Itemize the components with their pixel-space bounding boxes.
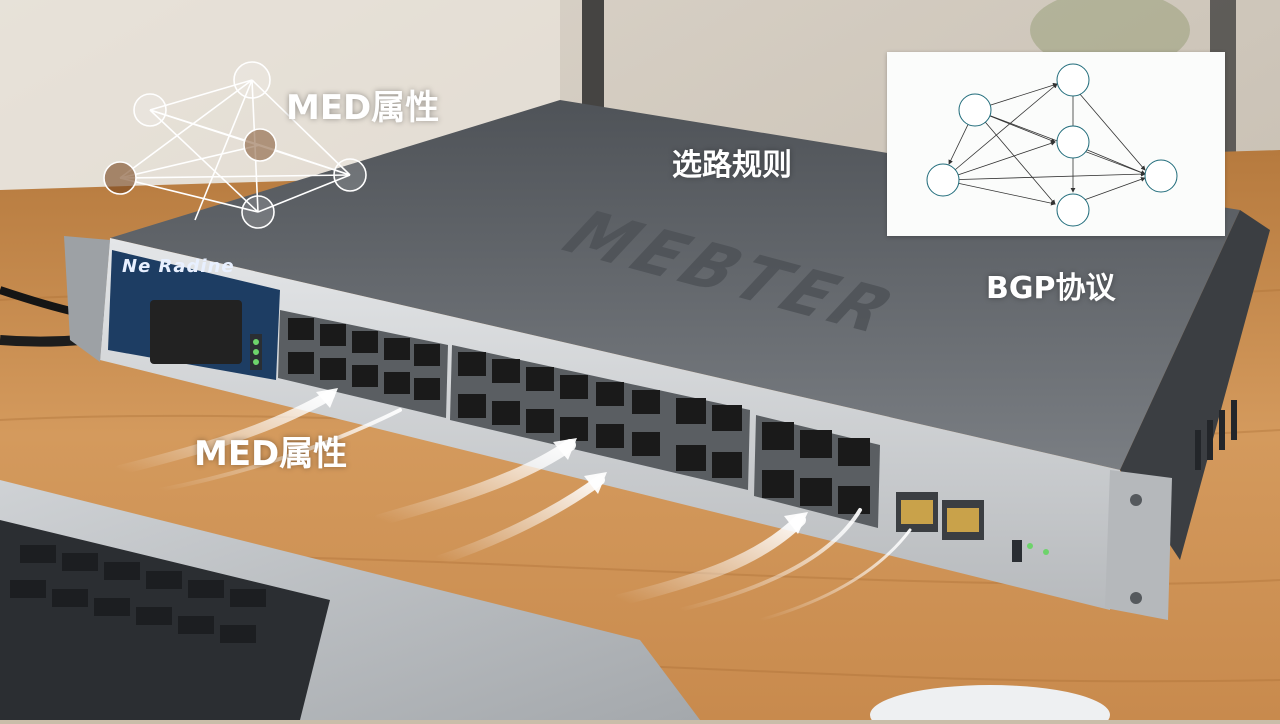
ethernet-ports-group-1 [278, 310, 448, 418]
sfp-module [150, 300, 242, 364]
rack-ear-left [64, 236, 110, 362]
status-leds [250, 334, 1049, 562]
data-flow-arrows [115, 390, 912, 622]
med-attribute-label-bottom: MED属性 [194, 434, 348, 474]
route-selection-rule-label: 选路规则 [672, 148, 792, 183]
brand-label: Ne Radine [122, 256, 235, 277]
ethernet-ports-group-3 [754, 415, 880, 528]
directed-graph-diagram [926, 63, 1178, 227]
bgp-protocol-label: BGP协议 [986, 271, 1116, 306]
switch-side [1120, 210, 1270, 560]
network-graph-overlay [103, 61, 367, 229]
rack-ear-right [1105, 470, 1172, 620]
arrow-heads [316, 388, 808, 534]
mouse [870, 685, 1110, 724]
med-attribute-label-top: MED属性 [286, 88, 440, 128]
ethernet-ports-group-2 [450, 345, 750, 490]
background-pole [582, 0, 604, 110]
sfp-uplink-ports [896, 492, 984, 540]
diagram-card [887, 52, 1225, 236]
